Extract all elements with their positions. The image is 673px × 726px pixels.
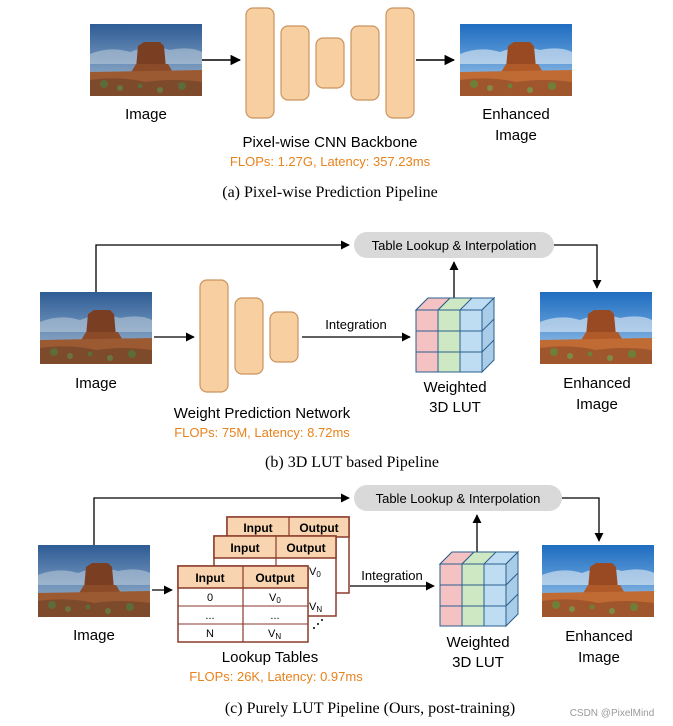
table-row-2-input: ...: [205, 610, 214, 622]
cnn-layer-4: [350, 25, 380, 101]
lut-label-b-1: Weighted: [423, 379, 486, 396]
back2-header-input: Input: [243, 521, 272, 535]
table-row-3-input: N: [206, 628, 214, 640]
lookup-table-front: Input Output 0 V0 ... ... N VN: [177, 565, 309, 643]
caption-b: (b) 3D LUT based Pipeline: [265, 454, 439, 471]
lookup-label-b: Table Lookup & Interpolation: [372, 238, 537, 253]
integration-label-c: Integration: [361, 568, 422, 583]
output-label-b-1: Enhanced: [563, 375, 631, 392]
output-label-b-2: Image: [576, 396, 618, 413]
backbone-label: Pixel-wise CNN Backbone: [242, 134, 417, 151]
stack-dots: [313, 619, 323, 629]
net-layer-2: [234, 297, 264, 375]
output-label-a-2: Image: [495, 127, 537, 144]
weight-network: [199, 279, 299, 393]
lut-cube-c-top: [438, 551, 520, 565]
lut-label-c-2: 3D LUT: [452, 654, 504, 671]
flops-label-a: FLOPs: 1.27G, Latency: 357.23ms: [230, 154, 431, 169]
table-header-input: Input: [195, 571, 224, 585]
lookup-pill-c: [354, 485, 562, 511]
input-label-b: Image: [75, 375, 117, 392]
cnn-backbone: [245, 7, 415, 119]
integration-label-b: Integration: [325, 317, 386, 332]
caption-a: (a) Pixel-wise Prediction Pipeline: [222, 184, 438, 201]
output-label-a-1: Enhanced: [482, 106, 550, 123]
back2-header-output: Output: [299, 521, 338, 535]
back1-header-input: Input: [230, 541, 259, 555]
lookup-pill-b: [354, 232, 554, 258]
input-label-a: Image: [125, 106, 167, 123]
arrow-b-top-right: [554, 244, 602, 289]
net-layer-1: [199, 279, 229, 393]
back1-header-output: Output: [286, 541, 325, 555]
panel-c: Table Lookup & Interpolation Image Input…: [38, 485, 654, 717]
watermark: CSDN @PixelMind: [570, 708, 655, 719]
arrow-b-top-left: [95, 240, 350, 292]
arrow-c-top-left: [93, 493, 350, 545]
input-label-c: Image: [73, 627, 115, 644]
lut-label-c-1: Weighted: [446, 634, 509, 651]
output-image-a: [460, 24, 572, 96]
panel-a: Image Enhanced Image Pixel-wise CNN Back…: [90, 7, 572, 201]
caption-c: (c) Purely LUT Pipeline (Ours, post-trai…: [225, 700, 515, 717]
output-image-c: [542, 545, 654, 617]
network-label: Weight Prediction Network: [174, 405, 351, 422]
lookup-label-c: Table Lookup & Interpolation: [376, 491, 541, 506]
cnn-layer-3: [315, 37, 345, 89]
flops-label-b: FLOPs: 75M, Latency: 8.72ms: [174, 425, 350, 440]
output-label-c-1: Enhanced: [565, 628, 633, 645]
output-image-b: [540, 292, 652, 364]
net-layer-3: [269, 311, 299, 363]
arrow-c-top-right: [562, 497, 604, 542]
input-image-a: [90, 24, 202, 96]
table-row-2-output: ...: [270, 610, 279, 622]
input-image-c: [38, 545, 150, 617]
table-row-1-input: 0: [207, 592, 213, 604]
table-row-3-output: VN: [268, 628, 281, 641]
back1-partial-vn: VN: [309, 601, 322, 614]
table-header-output: Output: [255, 571, 294, 585]
input-image-b: [40, 292, 152, 364]
tables-label: Lookup Tables: [222, 649, 318, 666]
lut-cube-b: [414, 296, 496, 374]
cnn-layer-2: [280, 25, 310, 101]
lut-cube-c: [438, 550, 520, 628]
flops-label-c: FLOPs: 26K, Latency: 0.97ms: [189, 669, 363, 684]
lut-label-b-2: 3D LUT: [429, 399, 481, 416]
lut-cube-top: [414, 297, 496, 311]
cnn-layer-5: [385, 7, 415, 119]
back1-partial-v0: V0: [309, 566, 321, 579]
cnn-layer-1: [245, 7, 275, 119]
panel-b: Table Lookup & Interpolation Image Integ…: [40, 232, 652, 471]
output-label-c-2: Image: [578, 649, 620, 666]
table-row-1-output: V0: [269, 592, 281, 605]
